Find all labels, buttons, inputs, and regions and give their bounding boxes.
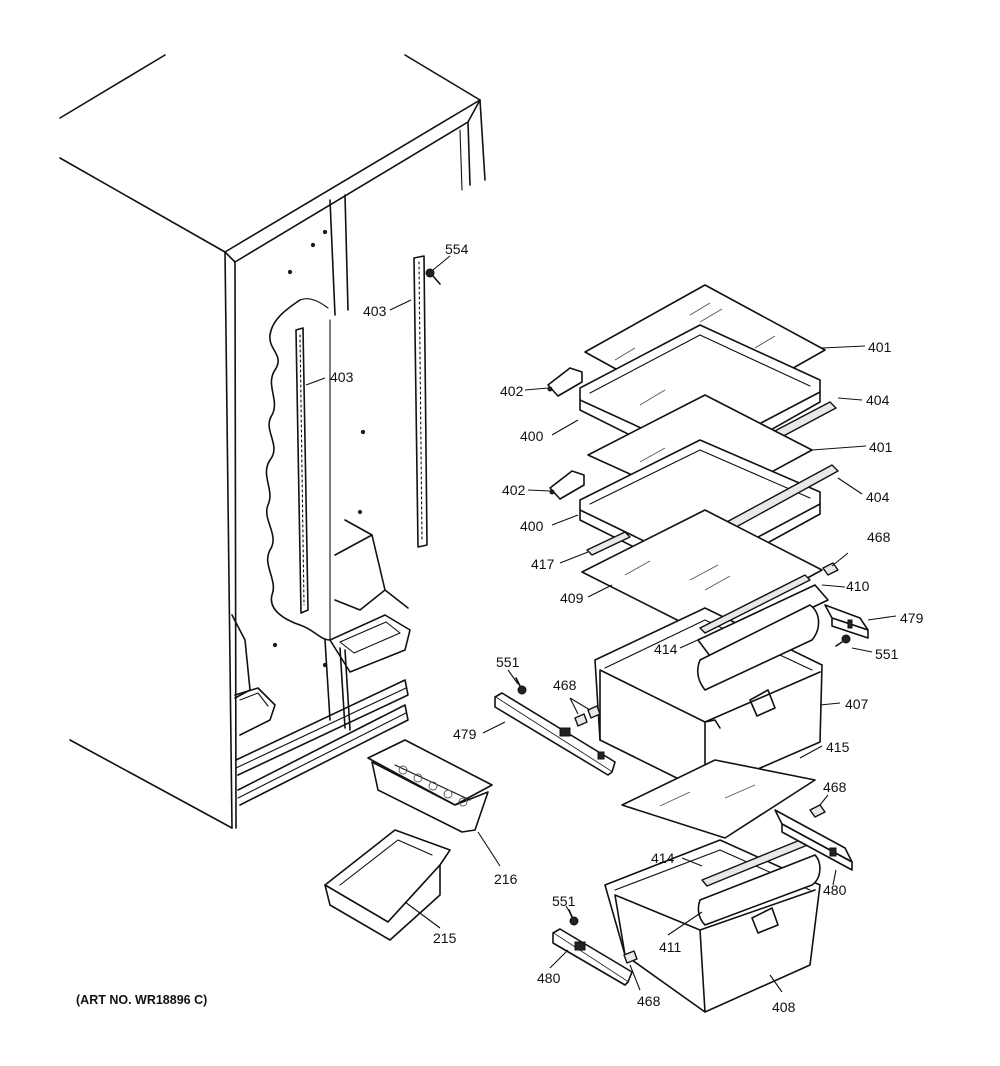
- callout-468-bottom: 468: [637, 993, 661, 1009]
- pan-front-410-top: [696, 584, 829, 691]
- callout-410: 410: [846, 578, 870, 594]
- pan-cover-glass-415: [621, 759, 816, 839]
- callout-401-upper: 401: [868, 339, 892, 355]
- callout-402-lower: 402: [502, 482, 526, 498]
- shelf-ladder-right: [413, 255, 428, 548]
- shelf-ladder-left: [295, 327, 309, 614]
- pan-divider-414-top: [699, 574, 811, 634]
- callout-415: 415: [826, 739, 850, 755]
- callout-411: 411: [659, 939, 682, 955]
- slide-cap-468-top: [822, 562, 839, 576]
- callout-554: 554: [445, 241, 469, 257]
- callout-401-lower: 401: [869, 439, 893, 455]
- callout-400-upper: 400: [520, 428, 544, 444]
- left-slide-480: [552, 928, 633, 986]
- callout-404-lower: 404: [866, 489, 890, 505]
- callout-215: 215: [433, 930, 457, 946]
- callout-408: 408: [772, 999, 796, 1015]
- pan-cover-glass-409: [581, 509, 823, 635]
- callout-409: 409: [560, 590, 584, 606]
- fresh-food-cabinet: [59, 54, 486, 829]
- left-slide-479: [494, 692, 616, 776]
- callout-216: 216: [494, 871, 518, 887]
- callout-414-bottom: 414: [651, 850, 675, 866]
- door-bin-216: [367, 739, 493, 833]
- screw-551-left: [515, 677, 527, 695]
- callout-480-right: 480: [823, 882, 847, 898]
- door-bin-215: [324, 829, 451, 941]
- slide-cap-468-right: [809, 804, 826, 818]
- shelf-frame-400-lower: [579, 439, 821, 581]
- callout-labels: 554 403 403 401 402 404 400 401 402 404 …: [330, 241, 924, 1015]
- callout-480-left: 480: [537, 970, 561, 986]
- callout-468-top: 468: [867, 529, 891, 545]
- art-number-label: (ART NO. WR18896 C): [76, 993, 207, 1007]
- callout-551-right: 551: [875, 646, 899, 662]
- callout-414-top: 414: [654, 641, 678, 657]
- leader-lines: [305, 255, 897, 993]
- pan-cover-trim-417: [586, 531, 631, 556]
- callout-402-upper: 402: [500, 383, 524, 399]
- right-slide-480: [774, 809, 853, 871]
- callout-479-right: 479: [900, 610, 924, 626]
- shelf-bracket-402-upper: [547, 367, 583, 397]
- slide-cap-468-bottom: [623, 950, 638, 964]
- callout-551-left: 551: [496, 654, 520, 670]
- right-slide-479: [824, 604, 869, 639]
- screw-554: [425, 268, 441, 285]
- callout-403-right-ladder: 403: [363, 303, 387, 319]
- callout-468-left: 468: [553, 677, 577, 693]
- callout-407: 407: [845, 696, 869, 712]
- callout-417: 417: [531, 556, 555, 572]
- screw-551-right: [835, 634, 851, 647]
- pan-front-411: [697, 854, 821, 926]
- callout-551-bottom: 551: [552, 893, 576, 909]
- shelf-bracket-402-lower: [549, 470, 585, 500]
- slide-caps-468-left: [574, 705, 601, 727]
- callout-468-right: 468: [823, 779, 847, 795]
- callout-400-lower: 400: [520, 518, 544, 534]
- callout-479-left: 479: [453, 726, 477, 742]
- callout-404-upper: 404: [866, 392, 890, 408]
- callout-403-left-ladder: 403: [330, 369, 354, 385]
